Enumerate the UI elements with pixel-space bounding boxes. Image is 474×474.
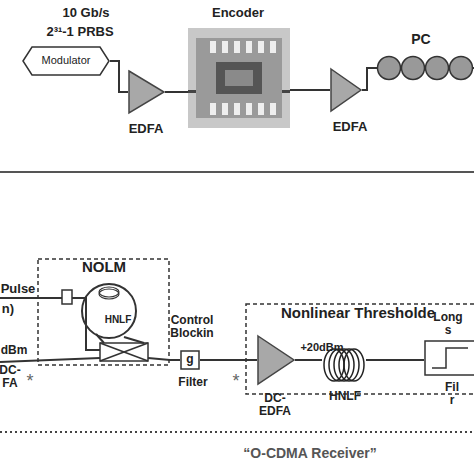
- modulator-symbol: Modulator: [22, 46, 110, 76]
- coupler: [100, 343, 148, 361]
- amplifier-symbol-outline: [330, 68, 362, 112]
- annotation-label: *: [26, 372, 33, 392]
- fiber-loop-outline: [80, 280, 138, 340]
- annotation-label: “O-CDMA Receiver”: [243, 446, 376, 461]
- node-label: Filter: [178, 376, 207, 389]
- polarization-controller: PC: [372, 30, 474, 84]
- fiber-line: [0, 358, 100, 362]
- fiber-line: [148, 358, 170, 360]
- annotation-label: n): [2, 302, 14, 316]
- node-label: EDFA: [333, 120, 368, 134]
- fiber-connector: [110, 61, 128, 92]
- fiber-line: [124, 337, 144, 343]
- fiber-spool-outline: [322, 345, 366, 385]
- coupler-path: [100, 343, 148, 361]
- annotation-label: dBm: [1, 344, 28, 357]
- fiber-connector: [170, 359, 180, 361]
- node-label: Long s: [433, 311, 462, 337]
- amplifier-symbol-outline: [257, 335, 295, 385]
- fiber-connector: [362, 68, 372, 90]
- annotation-label: *: [232, 372, 239, 392]
- fiber-connector: [165, 91, 188, 93]
- section-separator: [0, 171, 474, 173]
- fiber-connector: [366, 359, 424, 361]
- input-filter: [62, 290, 72, 304]
- filter-box: Control BlockingFilter: [180, 350, 200, 370]
- node-label: Modulator: [42, 54, 91, 66]
- annotation-label: 10 Gb/s: [63, 6, 110, 20]
- node-label: +20dBm: [300, 341, 343, 353]
- node-label: PC: [411, 32, 430, 47]
- amplifier-symbol-outline: [128, 70, 165, 114]
- amplifier-symbol: EDFA: [330, 68, 362, 112]
- node-label: Nonlinear Thresholde: [281, 305, 435, 322]
- filter-box: Long sFil r: [424, 340, 474, 376]
- node-label: DC- EDFA: [259, 392, 291, 418]
- group-box: Nonlinear Thresholde +20dBmDC- EDFA HNLF Lo…: [245, 303, 474, 395]
- annotation-label: Pulse: [1, 282, 36, 296]
- annotation-label: 2³¹-1 PRBS: [46, 25, 113, 39]
- encoder-chip: Encoder: [188, 28, 290, 128]
- group-box: NOLM HNLF: [37, 258, 170, 366]
- node-label: Control Blockin: [170, 314, 213, 340]
- filter-box-outline: [424, 340, 474, 376]
- receiver-boundary: [0, 431, 474, 433]
- node-label: Encoder: [212, 6, 264, 20]
- node-label: g: [186, 353, 193, 366]
- fiber-connector: [295, 359, 322, 361]
- node-label: HNLF: [105, 314, 132, 325]
- fiber-connector: [290, 89, 330, 91]
- coupler-path: [100, 343, 148, 361]
- amplifier-symbol: EDFA: [128, 70, 165, 114]
- node-label: EDFA: [129, 122, 164, 136]
- fiber-connector: [200, 359, 257, 361]
- annotation-label: DC- FA: [0, 364, 21, 390]
- fiber-spool: HNLF: [322, 345, 366, 385]
- node-label: Fil r: [445, 381, 459, 407]
- encoder-chip-outline: [188, 28, 290, 128]
- fiber-line: [0, 297, 62, 299]
- amplifier-symbol: +20dBmDC- EDFA: [257, 335, 295, 385]
- fiber-loop: HNLF: [80, 280, 138, 340]
- node-label: HNLF: [329, 390, 361, 403]
- node-label: NOLM: [82, 259, 126, 276]
